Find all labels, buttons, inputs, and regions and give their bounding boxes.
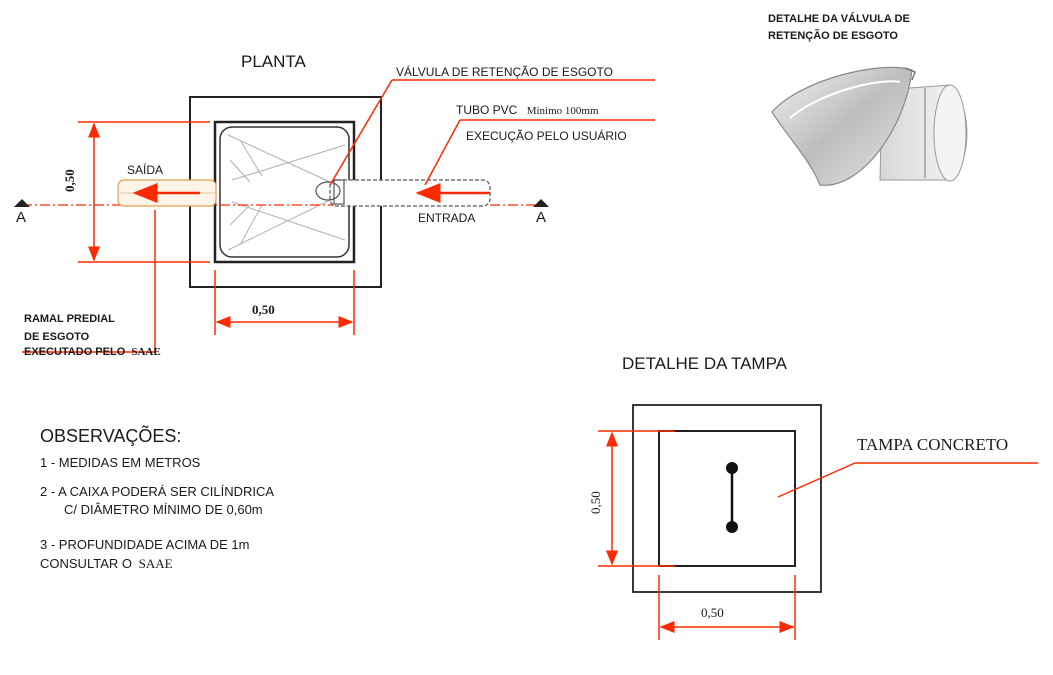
observacao-3: 3 - PROFUNDIDADE ACIMA DE 1m — [40, 537, 250, 552]
tubo-label-suffix: Mínimo 100mm — [526, 105, 599, 117]
tubo-label-prefix: TUBO PVC — [456, 103, 518, 117]
ramal-line3: EXECUTADO PELO SAAE — [24, 346, 161, 358]
observacao-saae: SAAE — [138, 556, 173, 571]
valve-symbol — [315, 181, 341, 201]
tampa-label: TAMPA CONCRETO — [857, 435, 1009, 454]
observacao-2: 2 - A CAIXA PODERÁ SER CILÍNDRICA — [40, 484, 275, 499]
tubo-leader — [424, 119, 461, 186]
planta-dimension-vertical-label: 0,50 — [62, 169, 77, 192]
planta-dimension-horizontal-label: 0,50 — [252, 302, 275, 317]
observacoes-title: OBSERVAÇÕES: — [40, 426, 182, 446]
observacao-3-cont-text: CONSULTAR O — [40, 556, 132, 571]
box-shading-lines — [227, 134, 346, 251]
dimension-horizontal — [214, 270, 355, 335]
dimension-vertical — [78, 121, 210, 263]
tampa-title: DETALHE DA TAMPA — [622, 354, 788, 373]
tampa-drawing — [598, 404, 1038, 640]
valvula-leader — [329, 79, 393, 186]
valve-illustration — [771, 66, 968, 186]
observacao-2-cont: C/ DIÂMETRO MÍNIMO DE 0,60m — [64, 502, 263, 517]
section-marker-right — [533, 199, 549, 207]
entrada-label: ENTRADA — [418, 211, 476, 225]
observacao-1: 1 - MEDIDAS EM METROS — [40, 455, 201, 470]
ramal-line1: RAMAL PREDIAL — [24, 313, 115, 325]
saida-label: SAÍDA — [127, 163, 164, 177]
tampa-dimension-vertical — [598, 430, 675, 567]
section-label-right: A — [536, 209, 547, 226]
tampa-leader — [777, 462, 856, 498]
ramal-line3-prefix: EXECUTADO PELO — [24, 346, 126, 358]
valve-detail-title-line2: RETENÇÃO DE ESGOTO — [768, 30, 898, 42]
tampa-dimension-horizontal-label: 0,50 — [701, 605, 724, 620]
execucao-label: EXECUÇÃO PELO USUÁRIO — [466, 129, 627, 143]
ramal-line2: DE ESGOTO — [24, 331, 90, 343]
valve-detail-title-line1: DETALHE DA VÁLVULA DE — [768, 13, 910, 25]
planta-drawing — [14, 79, 655, 353]
valvula-label: VÁLVULA DE RETENÇÃO DE ESGOTO — [396, 65, 613, 79]
tubo-label: TUBO PVC Mínimo 100mm — [456, 103, 599, 117]
observacao-3-cont: CONSULTAR O SAAE — [40, 556, 173, 572]
tampa-dimension-horizontal — [658, 575, 796, 640]
tampa-dimension-vertical-label: 0,50 — [588, 491, 603, 514]
planta-title: PLANTA — [241, 52, 306, 71]
tampa-outer — [632, 404, 822, 593]
ramal-line3-suffix: SAAE — [131, 346, 161, 358]
section-marker-left — [14, 199, 30, 207]
tampa-inner — [658, 430, 796, 567]
section-label-left: A — [16, 209, 27, 226]
